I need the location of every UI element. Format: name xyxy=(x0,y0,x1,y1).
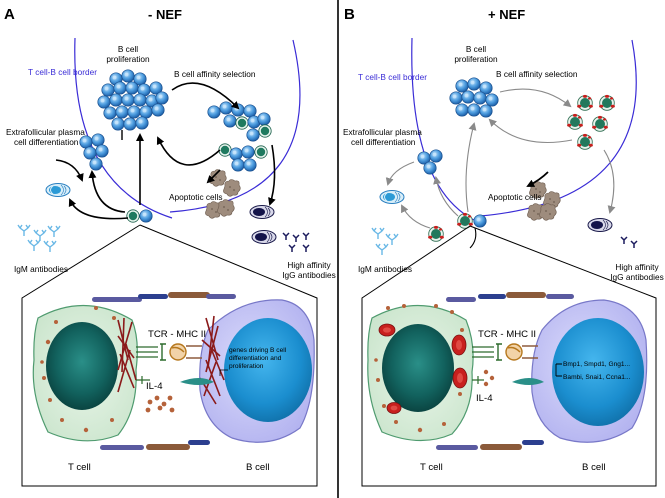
plasma-diff-label-b-1: Extrafollicular plasma xyxy=(343,127,422,137)
plasma-cell-high-affinity-b xyxy=(587,218,613,232)
il4-receptor-b xyxy=(512,378,544,385)
affinity-selection-label-b: B cell affinity selection xyxy=(496,69,578,79)
tcr-mhc-complex-b xyxy=(472,343,538,361)
panel-a-title: - NEF xyxy=(148,7,182,22)
actin-fibres-t xyxy=(117,317,137,393)
b-cell-cluster xyxy=(97,69,169,131)
membrane-proteins xyxy=(92,292,236,450)
panel-a: A - NEF T cell-B cell border B cell prol… xyxy=(4,6,336,487)
t-cell-label: T cell xyxy=(68,462,91,473)
igm-label-b: IgM antibodies xyxy=(358,264,412,274)
t-cell-granules-b xyxy=(374,304,464,433)
tb-border-inner xyxy=(74,37,173,219)
proliferation-label-b-1: B cell xyxy=(466,44,486,54)
tcr-label: TCR - MHC II xyxy=(148,329,206,340)
high-affinity-label-2: IgG antibodies xyxy=(282,270,336,280)
high-affinity-label-1: High affinity xyxy=(287,260,331,270)
selection-cells-b xyxy=(566,94,616,150)
promoter-arrow xyxy=(219,369,228,376)
panel-a-letter: A xyxy=(4,6,15,23)
t-cell-label-b: T cell xyxy=(420,462,443,473)
genes-up-label: Bmp1, Smpd1, Gng1... xyxy=(563,361,630,368)
actin-fibres-b xyxy=(199,315,225,405)
igm-label: IgM antibodies xyxy=(14,264,68,274)
affinity-selection-label: B cell affinity selection xyxy=(174,69,256,79)
proliferation-label-b-2: proliferation xyxy=(454,54,498,64)
genes-label-2: differentiation and xyxy=(229,355,282,362)
plasma-cell-high-affinity xyxy=(251,230,277,244)
apoptotic-label: Apoptotic cells xyxy=(169,192,223,202)
b-cell-label: B cell xyxy=(246,462,269,473)
plasma-diff-label-1: Extrafollicular plasma xyxy=(6,127,85,137)
igg-antibodies-b xyxy=(620,236,638,249)
tb-border-label-b: T cell-B cell border xyxy=(358,72,427,82)
gene-switch xyxy=(555,363,562,377)
zoom-outline-b xyxy=(361,225,657,487)
panel-b: B + NEF T cell-B cell border B cell prol… xyxy=(343,6,664,487)
high-affinity-label-b-2: IgG antibodies xyxy=(610,272,664,282)
b-cell-cluster-b xyxy=(449,77,499,118)
plasma-cell-b xyxy=(379,190,405,204)
selection-cells xyxy=(207,101,272,172)
nef-vesicles xyxy=(378,323,468,414)
flow-arrows xyxy=(55,82,276,220)
b-cell-nucleus xyxy=(224,318,312,422)
t-cell-nucleus xyxy=(46,322,118,410)
il4-receptor xyxy=(180,378,214,385)
proliferation-label-1: B cell xyxy=(118,44,138,54)
il4-release xyxy=(136,376,150,384)
tb-contact-pair xyxy=(126,209,153,223)
il4-label-b: IL-4 xyxy=(476,393,493,404)
plasma-cell xyxy=(45,183,71,197)
proliferation-label-2: proliferation xyxy=(106,54,150,64)
t-cell-nucleus-b xyxy=(382,324,454,412)
genes-label-3: proliferation xyxy=(229,363,264,370)
genes-down-label: Bambi, Snai1, Ccna1... xyxy=(563,374,631,381)
il4-cluster-b xyxy=(483,369,495,387)
il4-release-b xyxy=(472,376,484,384)
il4-label: IL-4 xyxy=(146,381,163,392)
extrafollicular-cluster-b xyxy=(417,149,443,175)
plasma-cell-high-affinity xyxy=(249,205,275,219)
igm-antibodies-b xyxy=(371,227,399,256)
tb-border-label: T cell-B cell border xyxy=(28,67,97,77)
extrafollicular-cluster xyxy=(79,133,109,171)
panel-b-letter: B xyxy=(344,6,355,23)
b-cell-nucleus-b xyxy=(552,318,644,426)
panel-b-title: + NEF xyxy=(488,7,525,22)
tcr-mhc-complex xyxy=(136,343,202,361)
tb-border-outer-b xyxy=(479,39,637,217)
plasma-diff-label-2: cell differentiation xyxy=(14,137,79,147)
apoptotic-label-b: Apoptotic cells xyxy=(488,192,542,202)
tb-contact-pair-b xyxy=(427,212,487,242)
plasma-diff-label-b-2: cell differentiation xyxy=(351,137,416,147)
tcr-label-b: TCR - MHC II xyxy=(478,329,536,340)
high-affinity-label-b-1: High affinity xyxy=(615,262,659,272)
membrane-proteins-b xyxy=(436,292,574,450)
igg-antibodies xyxy=(282,232,310,253)
flow-arrows-b xyxy=(385,88,616,249)
t-cell-granules xyxy=(40,306,116,433)
zoom-outline xyxy=(21,224,318,487)
b-cell-label-b: B cell xyxy=(582,462,605,473)
genes-label-1: genes driving B cell xyxy=(229,347,287,354)
igm-antibodies xyxy=(17,224,61,253)
il4-cluster xyxy=(145,395,175,413)
